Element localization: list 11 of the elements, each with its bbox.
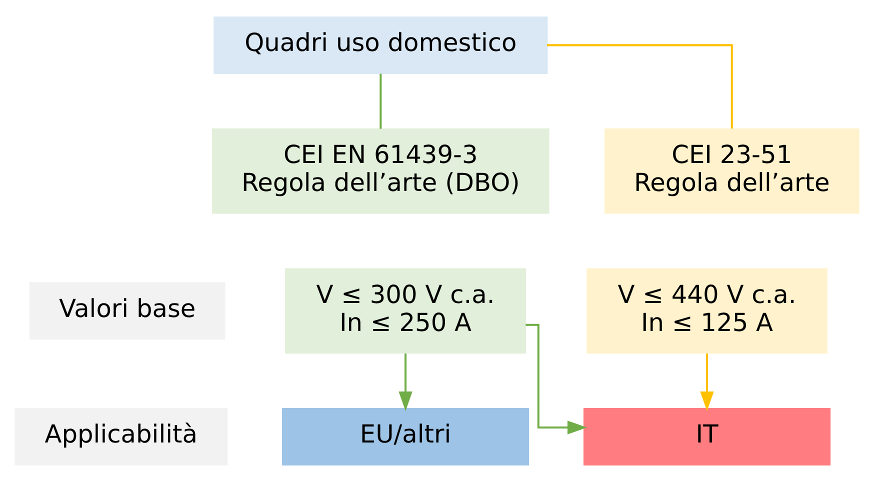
node-box: CEI 23-51 Regola dell’arte	[604, 128, 859, 214]
node-box: V ≤ 300 V c.a. In ≤ 250 A	[284, 268, 526, 354]
node-box: IT	[582, 408, 830, 466]
node-box: Quadri uso domestico	[213, 16, 548, 74]
connector	[379, 74, 382, 129]
node-box: EU/altri	[281, 408, 529, 466]
node-box: V ≤ 440 V c.a. In ≤ 125 A	[586, 268, 827, 354]
connector	[546, 44, 732, 128]
arrow	[398, 354, 412, 412]
node-box: CEI EN 61439-3 Regola dell’arte (DBO)	[212, 128, 549, 214]
arrow	[700, 354, 714, 412]
